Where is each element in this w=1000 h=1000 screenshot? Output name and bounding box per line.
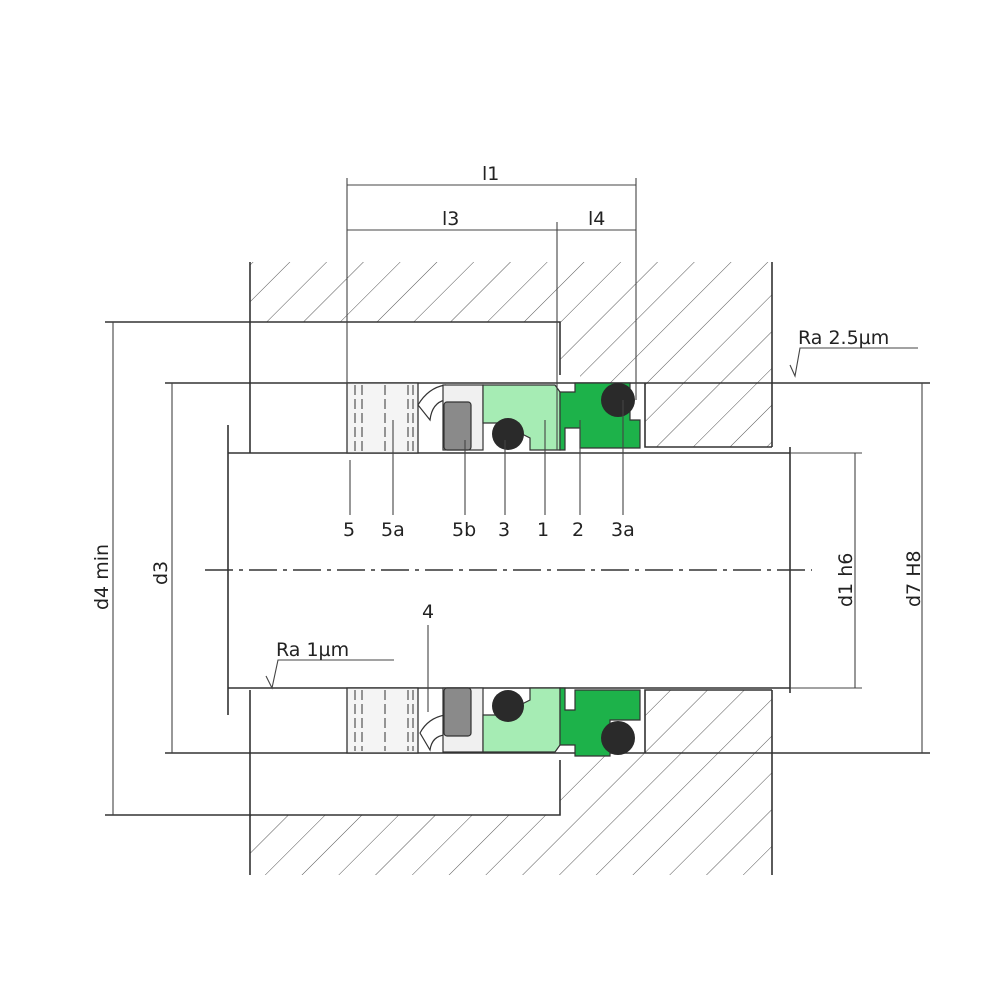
part-label-5a: 5a: [381, 519, 405, 541]
o-ring-3a: [601, 383, 635, 417]
spring-collar: [346, 382, 419, 454]
o-ring-3: [492, 418, 524, 450]
dim-d1-label: d1 h6: [835, 553, 857, 607]
housing: [105, 262, 773, 875]
ra-housing-label: Ra 2.5µm: [798, 327, 889, 349]
surface-finish-housing: Ra 2.5µm: [789, 327, 918, 378]
part-label-3a: 3a: [611, 519, 635, 541]
dim-l4-label: l4: [588, 208, 605, 230]
dim-l3-label: l3: [442, 208, 459, 230]
surface-finish-shaft: Ra 1µm: [265, 639, 394, 690]
seal-assembly-bottom: [346, 687, 641, 757]
set-screw: [443, 401, 472, 451]
part-label-3: 3: [498, 519, 510, 541]
ra-shaft-label: Ra 1µm: [276, 639, 349, 661]
seal-assembly-top: [346, 382, 641, 454]
dim-d4-label: d4 min: [91, 544, 113, 610]
part-label-4: 4: [422, 601, 434, 623]
dim-l1-label: l1: [482, 163, 499, 185]
part-label-5: 5: [343, 519, 355, 541]
shaft: [205, 425, 812, 715]
part-label-5b: 5b: [452, 519, 476, 541]
dimension-lines: [112, 178, 923, 815]
part-label-2: 2: [572, 519, 584, 541]
part-label-1: 1: [537, 519, 549, 541]
dim-d7-label: d7 H8: [903, 550, 925, 607]
dim-d3-label: d3: [150, 561, 172, 585]
